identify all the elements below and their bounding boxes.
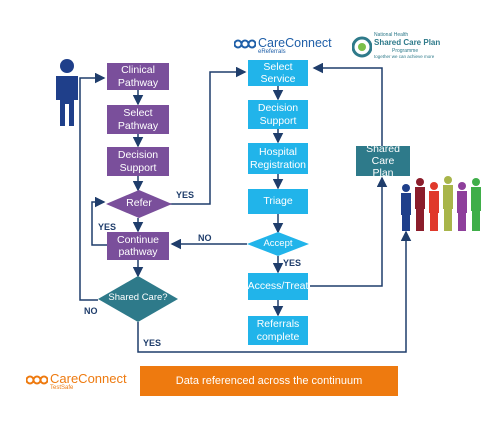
testsafe-logo-sub: TestSafe <box>50 385 74 391</box>
careconnect-logo-name: CareConnect <box>258 36 332 50</box>
scp-logo-small: National Health <box>374 32 409 38</box>
scp-logo-main: Shared Care Plan <box>374 38 441 47</box>
refer-diamond <box>106 190 172 218</box>
shared-care-plan-logo: National Health Shared Care Plan Program… <box>352 32 456 62</box>
label-no-shared: NO <box>84 306 98 316</box>
arrow-shared-no-clinical <box>79 72 106 301</box>
select-pathway-box: Select Pathway <box>107 105 169 134</box>
referrals-complete-box: Referrals complete <box>248 316 308 345</box>
arrow-continue-loop-refer <box>91 196 108 246</box>
arrow-refer-to-select-service <box>170 66 247 205</box>
careconnect-logo-icon <box>234 39 256 49</box>
access-treat-box: Access/Treat <box>248 273 308 300</box>
scp-logo-sub: Programme <box>392 48 419 54</box>
label-yes-refer: YES <box>176 190 195 200</box>
careconnect-logo-sub: eReferrals <box>258 49 286 55</box>
triage-box: Triage <box>248 189 308 214</box>
scp-logo-tagline: together we can achieve more <box>374 54 435 59</box>
accept-label: Accept <box>263 238 293 249</box>
decision-support-box-left: Decision Support <box>107 147 169 176</box>
arrow-plan-to-select-service <box>312 62 383 146</box>
decision-support-box-right: Decision Support <box>248 100 308 129</box>
continue-pathway-box: Continue pathway <box>107 232 169 260</box>
shared-care-diamond <box>98 276 178 322</box>
hospital-registration-box: Hospital Registration <box>248 143 308 174</box>
label-yes-continue: YES <box>98 222 117 232</box>
accept-diamond <box>247 232 309 256</box>
label-yes-accept: YES <box>283 258 302 268</box>
arrow-shared-yes-plan <box>137 230 412 353</box>
shared-care-label: Shared Care? <box>108 292 168 303</box>
label-yes-shared: YES <box>143 338 162 348</box>
data-continuum-banner: Data referenced across the continuum <box>140 366 398 396</box>
careconnect-testsafe-logo-icon <box>26 375 48 385</box>
careconnect-ereferrals-logo: CareConnect eReferrals <box>234 36 344 58</box>
arrow-access-to-plan <box>310 176 388 287</box>
person-icon <box>56 59 78 126</box>
testsafe-logo-name: CareConnect <box>50 371 127 386</box>
people-group-icon <box>401 176 481 231</box>
label-no-accept: NO <box>198 233 212 243</box>
refer-label: Refer <box>126 197 152 209</box>
shared-care-plan-box: Shared Care Plan <box>356 143 410 179</box>
select-service-box: Select Service <box>248 60 308 86</box>
careconnect-testsafe-logo: CareConnect TestSafe <box>26 371 136 393</box>
shared-care-plan-logo-icon <box>352 36 372 58</box>
clinical-pathway-box: Clinical Pathway <box>107 63 169 90</box>
